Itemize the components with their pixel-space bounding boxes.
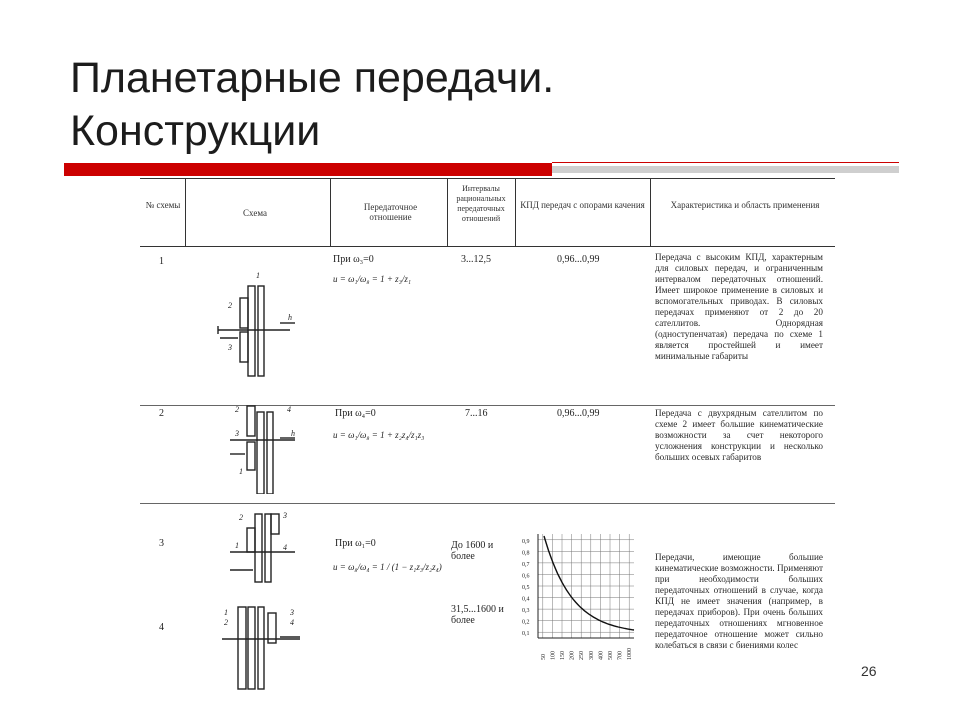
mini-chart-x-tick: 500: [608, 651, 614, 660]
mini-chart-y-tick: 0,3: [522, 608, 530, 614]
header-efficiency: КПД передач с опорами качения: [520, 200, 645, 210]
page-number: 26: [861, 663, 877, 679]
scheme1-label-2: 2: [228, 301, 232, 310]
mini-chart-y-tick: 0,5: [522, 585, 530, 591]
scheme4-label-2: 2: [224, 618, 228, 627]
row2-efficiency: 0,96...0,99: [557, 408, 600, 419]
row2-interval: 7...16: [465, 408, 488, 419]
mini-chart-y-tick: 0,6: [522, 573, 530, 579]
scheme1-label-h: h: [288, 313, 292, 322]
row3-num: 3: [159, 538, 164, 549]
mini-chart-x-tick: 50: [541, 654, 547, 660]
col-rule-5: [650, 178, 651, 246]
scheme2-label-3: 3: [234, 429, 239, 438]
row3-ratio-formula: u = ω₈/ω₄ = 1 / (1 − z₁z₃/z₂z₄): [333, 562, 442, 572]
mini-chart-x-tick: 200: [570, 651, 576, 660]
mini-chart-y-tick: 0,1: [522, 631, 530, 637]
mini-chart-curve: [543, 535, 635, 631]
row1-characteristic: Передача с высоким КПД, характерным для …: [655, 252, 823, 361]
mini-chart-x-tick: 700: [618, 651, 624, 660]
scheme4-label-3: 3: [289, 608, 294, 617]
mini-chart-x-tick: 250: [579, 651, 585, 660]
row1-interval: 3...12,5: [461, 254, 491, 265]
col-rule-1: [185, 178, 186, 246]
row2-ratio-cond: При ω₄=0: [335, 408, 376, 419]
col-rule-2: [330, 178, 331, 246]
scheme2-label-2: 2: [235, 405, 239, 414]
row3-characteristic: Передачи, имеющие большие кинематические…: [655, 552, 823, 650]
row-divider-1: [140, 405, 835, 406]
scheme2-label-1: 1: [239, 467, 243, 476]
col-rule-3: [447, 178, 448, 246]
row4-num: 4: [159, 622, 164, 633]
scheme2-label-4: 4: [287, 405, 291, 414]
header-characteristic: Характеристика и область применения: [670, 200, 820, 210]
scheme4-label-1: 1: [224, 608, 228, 617]
mini-chart-x-tick: 100: [550, 651, 556, 660]
row3-interval: До 1600 и более: [451, 540, 494, 562]
scheme3-label-3: 3: [282, 511, 287, 520]
scanned-table: № схемы Схема Передаточное отношение Инт…: [125, 178, 855, 698]
mini-chart-x-tick: 1000: [627, 648, 633, 660]
mini-chart-y-tick: 0,8: [522, 550, 530, 556]
mini-chart-x-tick: 400: [598, 651, 604, 660]
scheme2-label-h: h: [291, 429, 295, 438]
slide-title: Планетарные передачи. Конструкции: [70, 52, 890, 158]
table-header-rule: [140, 246, 835, 247]
header-ratio: Передаточное отношение: [363, 202, 418, 222]
row2-ratio-formula: u = ω₁/ω₈ = 1 + z₂z₄/z₁z₃: [333, 430, 425, 440]
header-num: № схемы: [145, 200, 181, 210]
mini-chart-y-tick: 0,2: [522, 620, 530, 626]
scheme2-diagram: 2 3 4 h 1: [230, 405, 295, 494]
row1-efficiency: 0,96...0,99: [557, 254, 600, 265]
table-top-rule: [140, 178, 835, 179]
header-scheme: Схема: [243, 208, 267, 218]
scheme4-label-4: 4: [290, 618, 294, 627]
scheme3-diagram: 2 3 1 4: [230, 511, 295, 583]
mini-chart-x-tick: 300: [589, 651, 595, 660]
row1-ratio-cond: При ω₃=0: [333, 254, 374, 265]
row2-characteristic: Передача с двухрядным сателлитом по схем…: [655, 408, 823, 462]
col-rule-4: [515, 178, 516, 246]
row2-num: 2: [159, 408, 164, 419]
scheme3-label-4: 4: [283, 543, 287, 552]
scheme4-diagram: 1 2 3 4: [222, 606, 300, 690]
row4-interval: 31,5...1600 и более: [451, 604, 504, 626]
slide-title-line2: Конструкции: [70, 107, 321, 155]
scheme3-label-2: 2: [239, 513, 243, 522]
mini-chart-y-tick: 0,4: [522, 597, 530, 603]
scheme1-label-1: 1: [256, 271, 260, 280]
header-interval: Интервалы рациональных передаточных отно…: [456, 184, 506, 223]
title-gray-bar: [552, 166, 899, 173]
row1-num: 1: [159, 256, 164, 267]
mini-chart-y-tick: 0,9: [522, 539, 530, 545]
row1-ratio-formula: u = ω₁/ω₈ = 1 + z₃/z₁: [333, 274, 411, 284]
row3-ratio-cond: При ω₁=0: [335, 538, 376, 549]
title-accent-bar: [64, 163, 552, 176]
mini-chart-y-tick: 0,7: [522, 562, 530, 568]
title-underline-thin: [552, 162, 899, 163]
scheme1-label-3: 3: [227, 343, 232, 352]
scheme1-diagram: 1 2 3 h: [217, 271, 295, 377]
scheme3-label-1: 1: [235, 541, 239, 550]
mini-chart-x-tick: 150: [560, 651, 566, 660]
slide-title-line1: Планетарные передачи.: [70, 54, 555, 102]
row-divider-2: [140, 503, 835, 504]
